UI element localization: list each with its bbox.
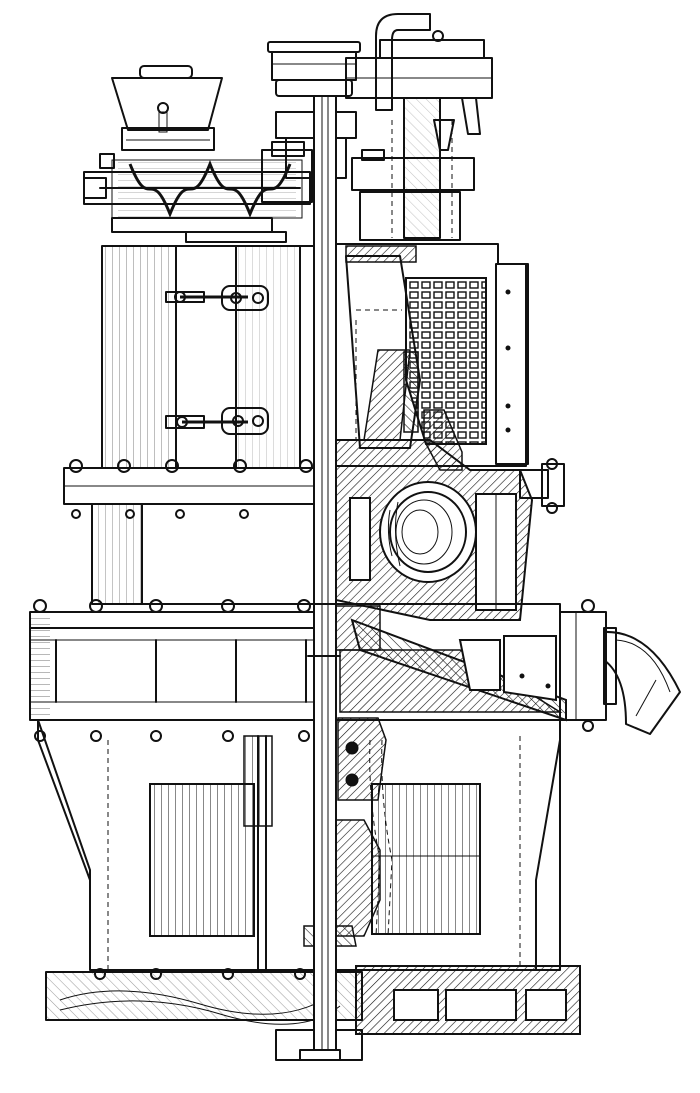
screw-conveyor — [83, 141, 313, 243]
discharge-chute — [603, 630, 681, 735]
door-latch-lower — [165, 407, 269, 435]
motor-rotor-left — [149, 783, 255, 937]
main-shaft — [307, 95, 341, 1051]
feed-hopper — [111, 65, 223, 151]
door-latch-upper — [165, 285, 269, 311]
motor-rotor-right — [371, 783, 481, 935]
grinding-roller-section — [335, 439, 565, 621]
grinding-roller — [379, 481, 477, 583]
section-upper-right — [335, 243, 529, 471]
lower-frame — [37, 717, 561, 971]
gear-head — [345, 13, 493, 241]
base-plate — [45, 965, 581, 1061]
flange-ring — [63, 459, 337, 605]
upper-casing — [101, 245, 337, 469]
